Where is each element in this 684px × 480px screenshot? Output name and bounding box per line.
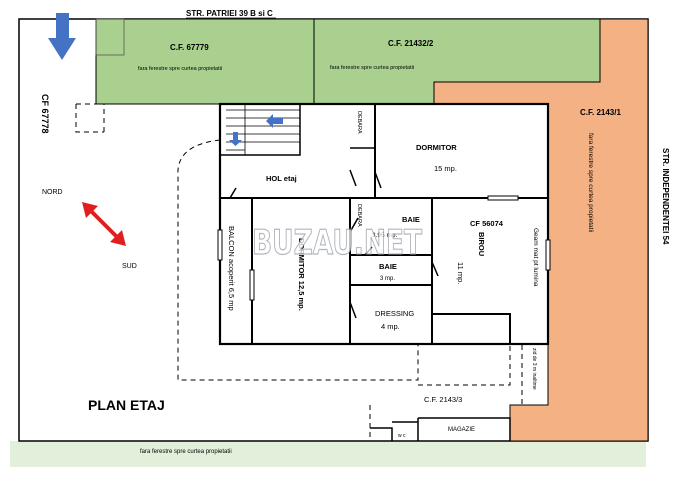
baie-2-area: 3 mp. — [380, 276, 395, 282]
windows — [217, 195, 551, 301]
zid-label: zid de 3 m inaltime — [531, 348, 537, 390]
stair-arrow-left-icon — [266, 114, 283, 128]
dormitor-1-label: DORMITOR — [416, 143, 457, 152]
nord-label: NORD — [42, 189, 63, 196]
street-top-label: STR. PATRIEI 39 B si C — [186, 9, 273, 18]
parcel-cf-67779 — [95, 18, 315, 105]
magazie-label: MAGAZIE — [448, 427, 475, 433]
dressing-area: 4 mp. — [381, 322, 400, 331]
birou-label: BIROU — [477, 232, 486, 256]
debara-label-1: DEBARA — [356, 111, 362, 134]
ground-strip — [10, 441, 646, 467]
service-structures — [370, 417, 511, 441]
cf-2143-3-label: C.F. 2143/3 — [424, 395, 462, 404]
doors — [229, 169, 439, 319]
birou-area: 11 mp. — [456, 262, 465, 284]
street-right-label: STR. INDEPENDENTEI 54 — [661, 148, 670, 245]
cf-67778-label: CF 67778 — [40, 94, 50, 134]
compass-arrow-icon — [82, 202, 126, 246]
balcon-label: BALCON acoperit 6,5 mp — [227, 226, 236, 311]
cf-2143-1-note: fara ferestre spre curtea propietatii — [587, 133, 594, 232]
cf-2143-1-label: C.F. 2143/1 — [580, 108, 621, 117]
dormitor-1-area: 15 mp. — [434, 164, 457, 173]
parcel-cf-2143-1 — [433, 18, 649, 442]
plan-title: PLAN ETAJ — [88, 397, 165, 413]
bottom-note: fara ferestre spre curtea propietatii — [140, 449, 232, 455]
watermark: BUZAU.NET — [252, 223, 423, 263]
hol-label: HOL etaj — [266, 174, 297, 183]
cf-67779-label: C.F. 67779 — [170, 43, 209, 52]
cf-56074-label: CF 56074 — [470, 219, 504, 228]
baie-1-area: 3.95 mp. — [372, 232, 397, 239]
dressing-label: DRESSING — [375, 309, 414, 318]
dormitor-2-label: DORMITOR 12,5 mp. — [297, 238, 306, 311]
wc-label: w c — [398, 433, 406, 439]
geam-label: Geam mat pt lumina — [532, 228, 539, 287]
stair-arrow-down-icon — [229, 132, 242, 146]
cf-21432-note: fara ferestre spre curtea propietatii — [330, 65, 414, 71]
cf-67779-note: fara ferestre spre curtea propietatii — [138, 66, 222, 72]
small-stair-mark — [95, 18, 125, 56]
baie-1-label: BAIE — [402, 215, 420, 224]
debara-label-2: DEBARA — [356, 204, 362, 227]
cf-21432-label: C.F. 21432/2 — [388, 39, 434, 48]
baie-2-label: BAIE — [379, 262, 397, 271]
sud-label: SUD — [122, 263, 137, 270]
entry-arrow-icon — [48, 13, 76, 60]
dashed-outlines — [75, 103, 523, 441]
